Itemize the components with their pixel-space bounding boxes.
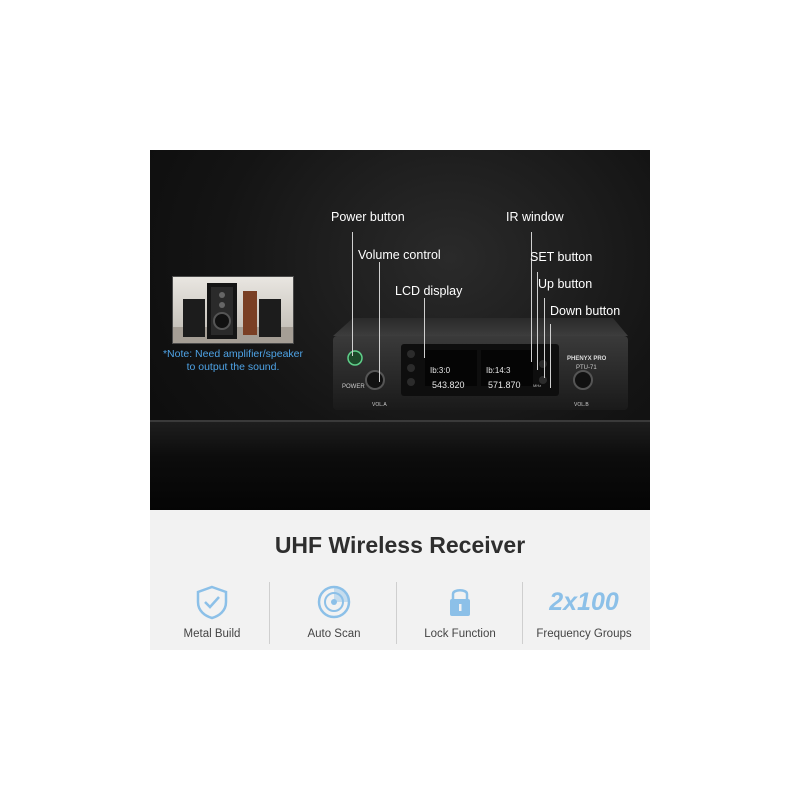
speaker-set-icon <box>173 283 293 343</box>
feature-panel: UHF Wireless Receiver Metal Build Au <box>150 510 650 650</box>
shelf <box>150 422 650 510</box>
padlock-icon <box>450 589 470 616</box>
callout-volume-control: Volume control <box>358 248 441 262</box>
receiver-photo: *Note: Need amplifier/speaker to output … <box>150 150 650 510</box>
feature-label: Frequency Groups <box>536 628 632 640</box>
feature-auto-scan: Auto Scan <box>272 578 396 650</box>
frequency-groups-count: 2x100 <box>549 588 619 616</box>
speaker-note: *Note: Need amplifier/speaker to output … <box>158 348 308 374</box>
feature-label: Lock Function <box>424 628 496 640</box>
lcd-b-top: Ib:14:3 <box>486 366 511 375</box>
lcd-a-freq: 543.820 <box>432 380 465 390</box>
feature-lock-function: Lock Function <box>398 578 522 650</box>
speaker-inset-image <box>172 276 294 344</box>
feature-frequency-groups: 2x100 Frequency Groups <box>522 578 646 650</box>
brand-label: PHENYX PRO <box>567 356 607 362</box>
power-label: POWER <box>342 384 365 390</box>
shelf-edge <box>150 420 650 422</box>
scan-radar-icon <box>317 585 351 619</box>
feature-metal-build: Metal Build <box>150 578 274 650</box>
callout-down-button: Down button <box>550 304 621 318</box>
lcd-unit: MHz <box>533 383 542 388</box>
feature-label: Auto Scan <box>307 628 361 640</box>
callout-lcd-display: LCD display <box>395 284 463 298</box>
note-line-2: to output the sound. <box>186 361 280 373</box>
note-line-1: *Note: Need amplifier/speaker <box>162 348 304 360</box>
shield-check-icon <box>196 585 228 620</box>
callout-power-button: Power button <box>331 210 405 224</box>
vol-a-label: VOL.A <box>372 402 387 408</box>
model-label: PTU-71 <box>576 365 597 371</box>
product-title: UHF Wireless Receiver <box>274 532 526 558</box>
lcd-a-top: Ib:3:0 <box>430 366 451 375</box>
product-image-frame: *Note: Need amplifier/speaker to output … <box>150 150 650 650</box>
feature-label: Metal Build <box>183 628 241 640</box>
receiver-unit <box>333 318 628 410</box>
vol-b-label: VOL.B <box>574 402 589 408</box>
callout-ir-window: IR window <box>506 210 564 224</box>
callout-set-button: SET button <box>530 250 593 264</box>
callout-up-button: Up button <box>538 277 593 291</box>
lcd-b-freq: 571.870 <box>488 380 521 390</box>
